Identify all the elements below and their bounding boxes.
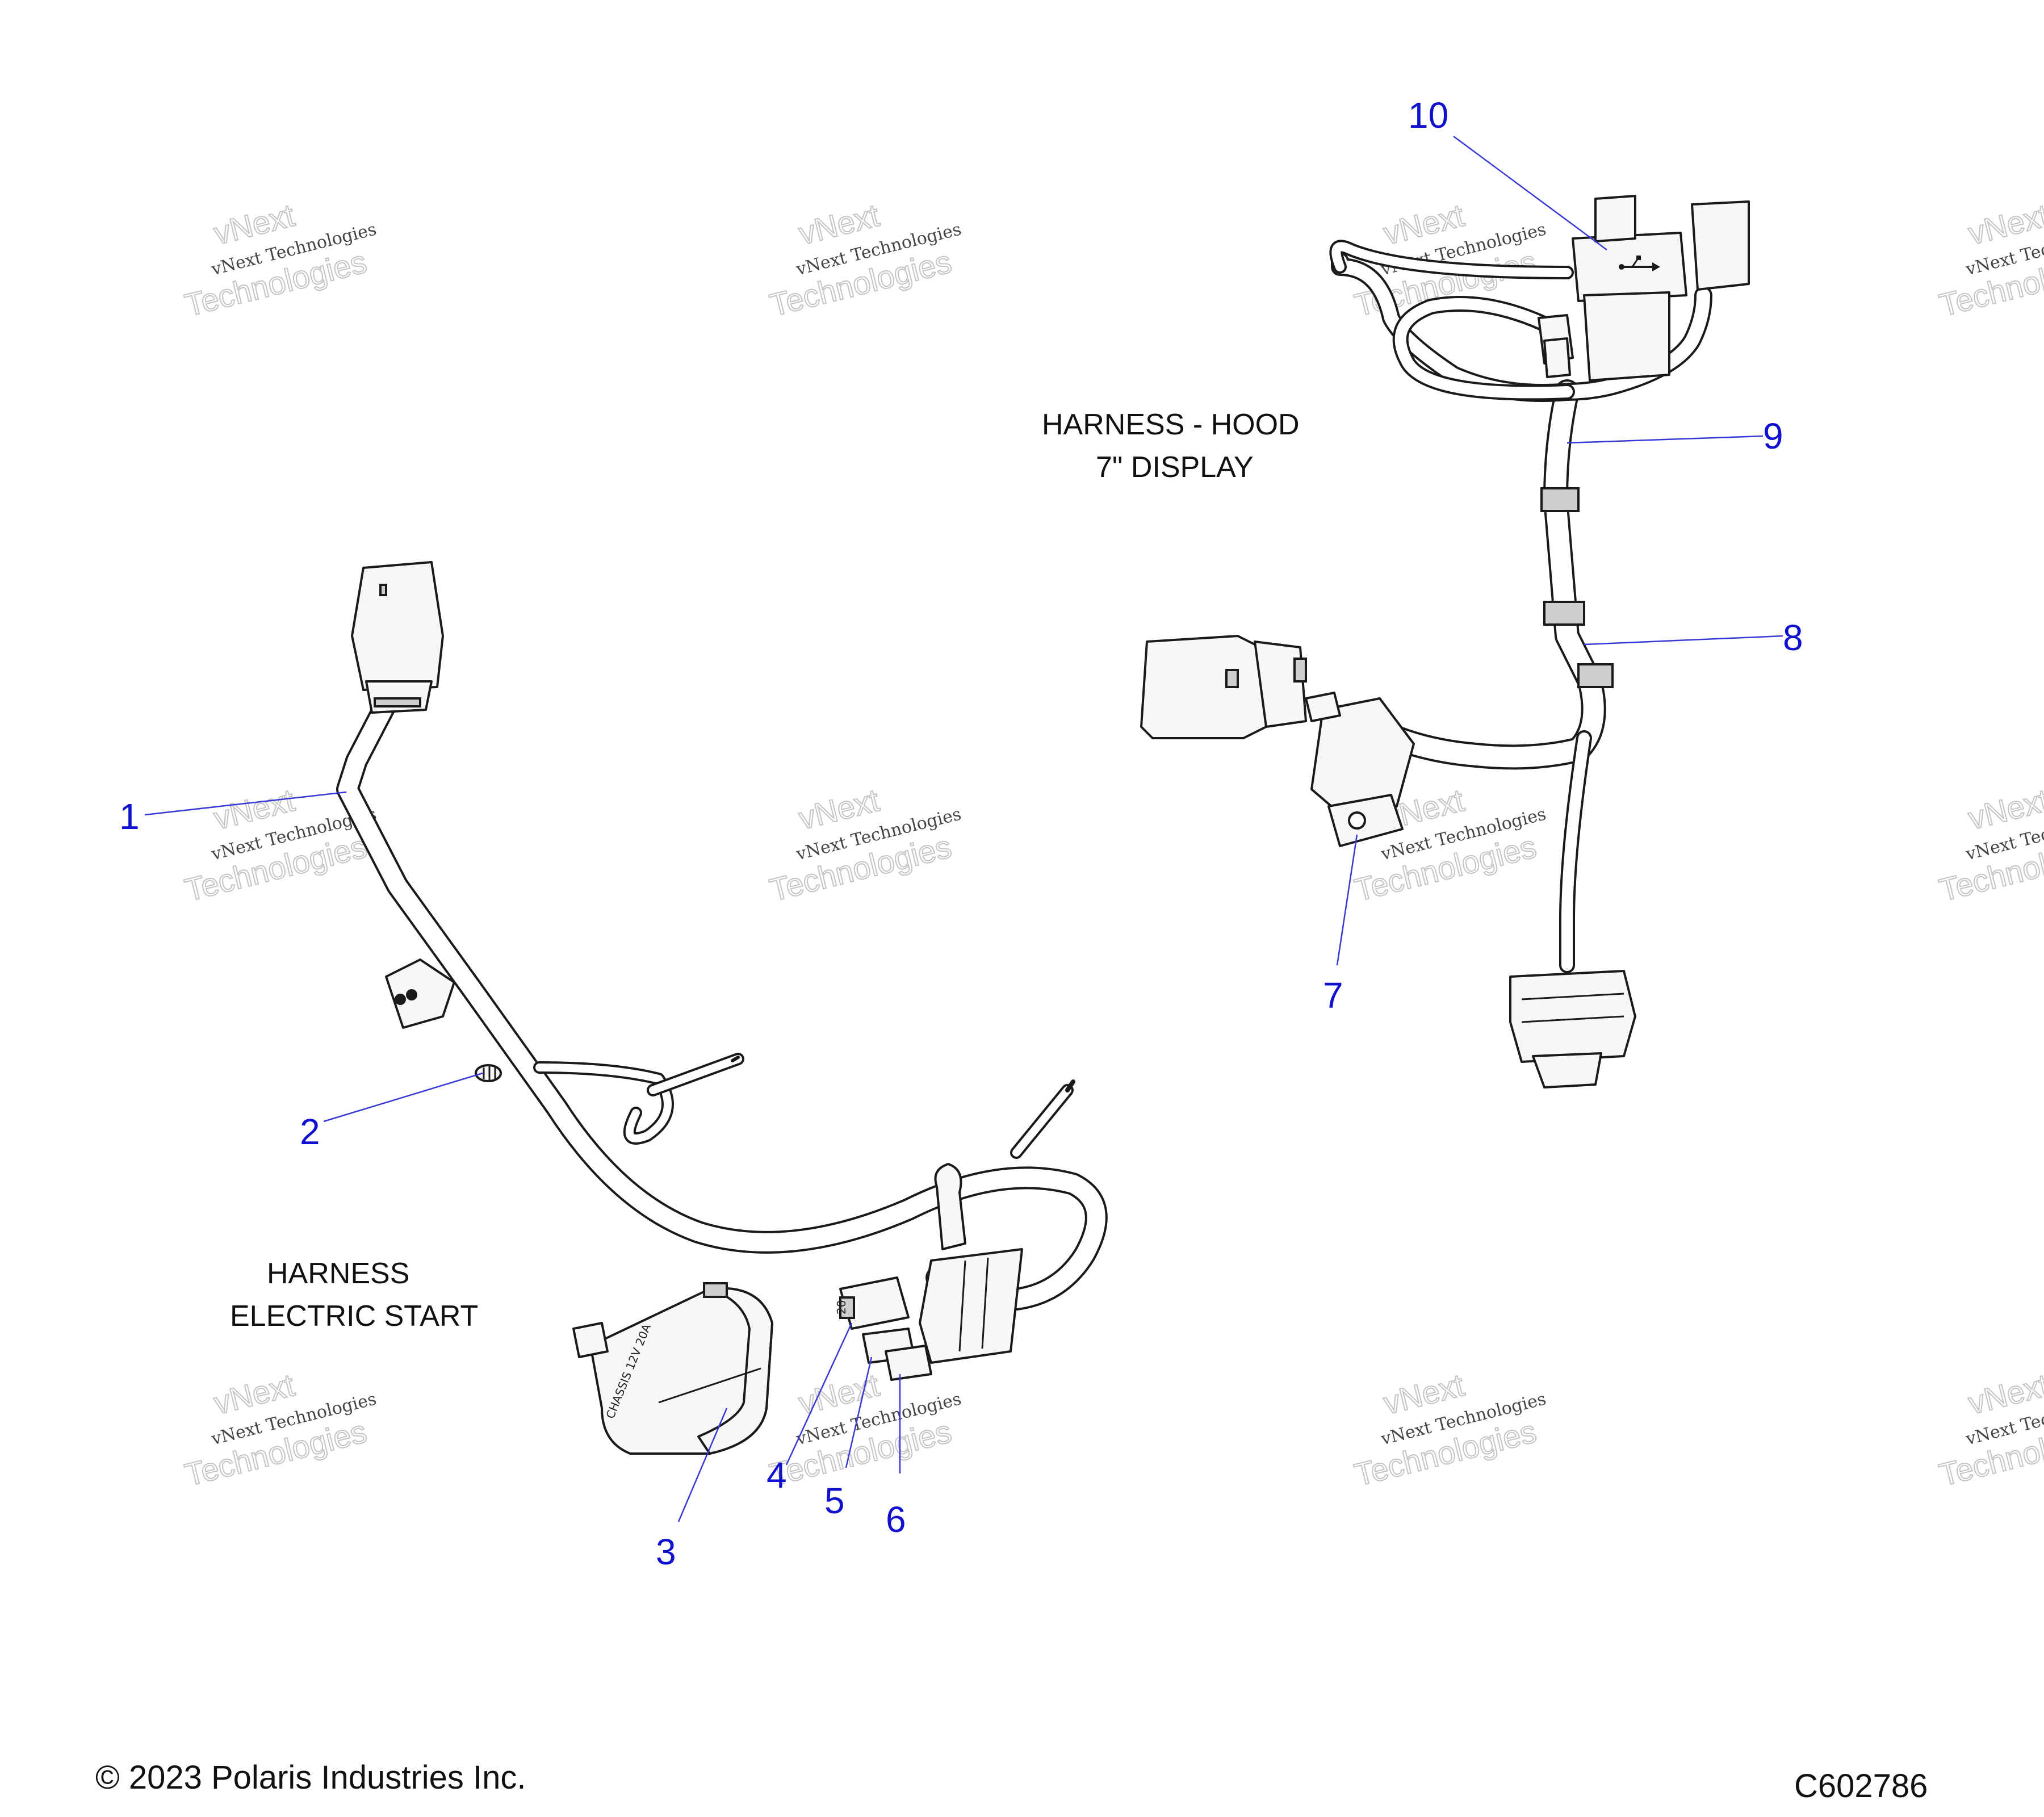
angled-connector [1305,692,1415,847]
callout-4: 4 [767,1455,787,1496]
tape-wraps [1540,487,1614,688]
fuse-block: 20 [835,1248,1023,1381]
watermark: vNext vNext Technologies Technologies [1350,1366,1548,1493]
watermark: vNext vNext Technologies Technologies [181,1366,378,1493]
section-titles: HARNESS ELECTRIC START HARNESS - HOOD 7"… [230,408,1300,1333]
hood-harness [1140,195,1750,1088]
callout-5: 5 [824,1480,845,1521]
usb-module [1572,195,1750,382]
watermark: vNext vNext Technologies Technologies [765,196,963,324]
cable-tie [934,1163,966,1250]
usb-icon [1619,256,1660,271]
display-connector [1140,635,1307,739]
harness-clip [1538,314,1574,378]
callout-10: 10 [1408,95,1448,136]
bottom-connector [1509,970,1636,1088]
watermark: vNext vNext Technologies Technologies [181,196,378,324]
footer: © 2023 Polaris Industries Inc. C602786 [95,1759,1928,1805]
electric-start-harness: 20 CHASSIS 12V 20A [336,561,1108,1455]
hood-title-line1: HARNESS - HOOD [1042,408,1300,441]
relay: CHASSIS 12V 20A [572,1282,773,1455]
side-connector [385,958,455,1029]
hood-title-line2: 7" DISPLAY [1096,451,1254,484]
copyright: © 2023 Polaris Industries Inc. [95,1759,526,1796]
watermark: vNext vNext Technologies Technologies [765,781,963,909]
callout-7: 7 [1323,975,1343,1016]
diagram-code: C602786 [1794,1768,1928,1805]
watermark: vNext vNext Technologies Technologies [1935,1366,2044,1493]
electric-start-title-line2: ELECTRIC START [230,1300,478,1333]
grommet [475,1064,502,1082]
callout-1: 1 [119,796,140,837]
callout-9: 9 [1763,416,1783,457]
callout-6: 6 [886,1499,906,1540]
callouts: 1 2 3 4 5 6 7 8 9 10 [119,95,1803,1572]
callout-2: 2 [300,1111,320,1152]
callout-3: 3 [656,1531,676,1572]
main-connector [351,561,444,714]
electric-start-title-line1: HARNESS [267,1257,409,1290]
watermark: vNext vNext Technologies Technologies [1935,196,2044,324]
fuse-label: 20 [835,1300,848,1314]
callout-8: 8 [1783,617,1803,658]
watermarks: vNext vNext Technologies Technologies vN… [181,196,2044,1493]
watermark: vNext vNext Technologies Technologies [1935,781,2044,909]
